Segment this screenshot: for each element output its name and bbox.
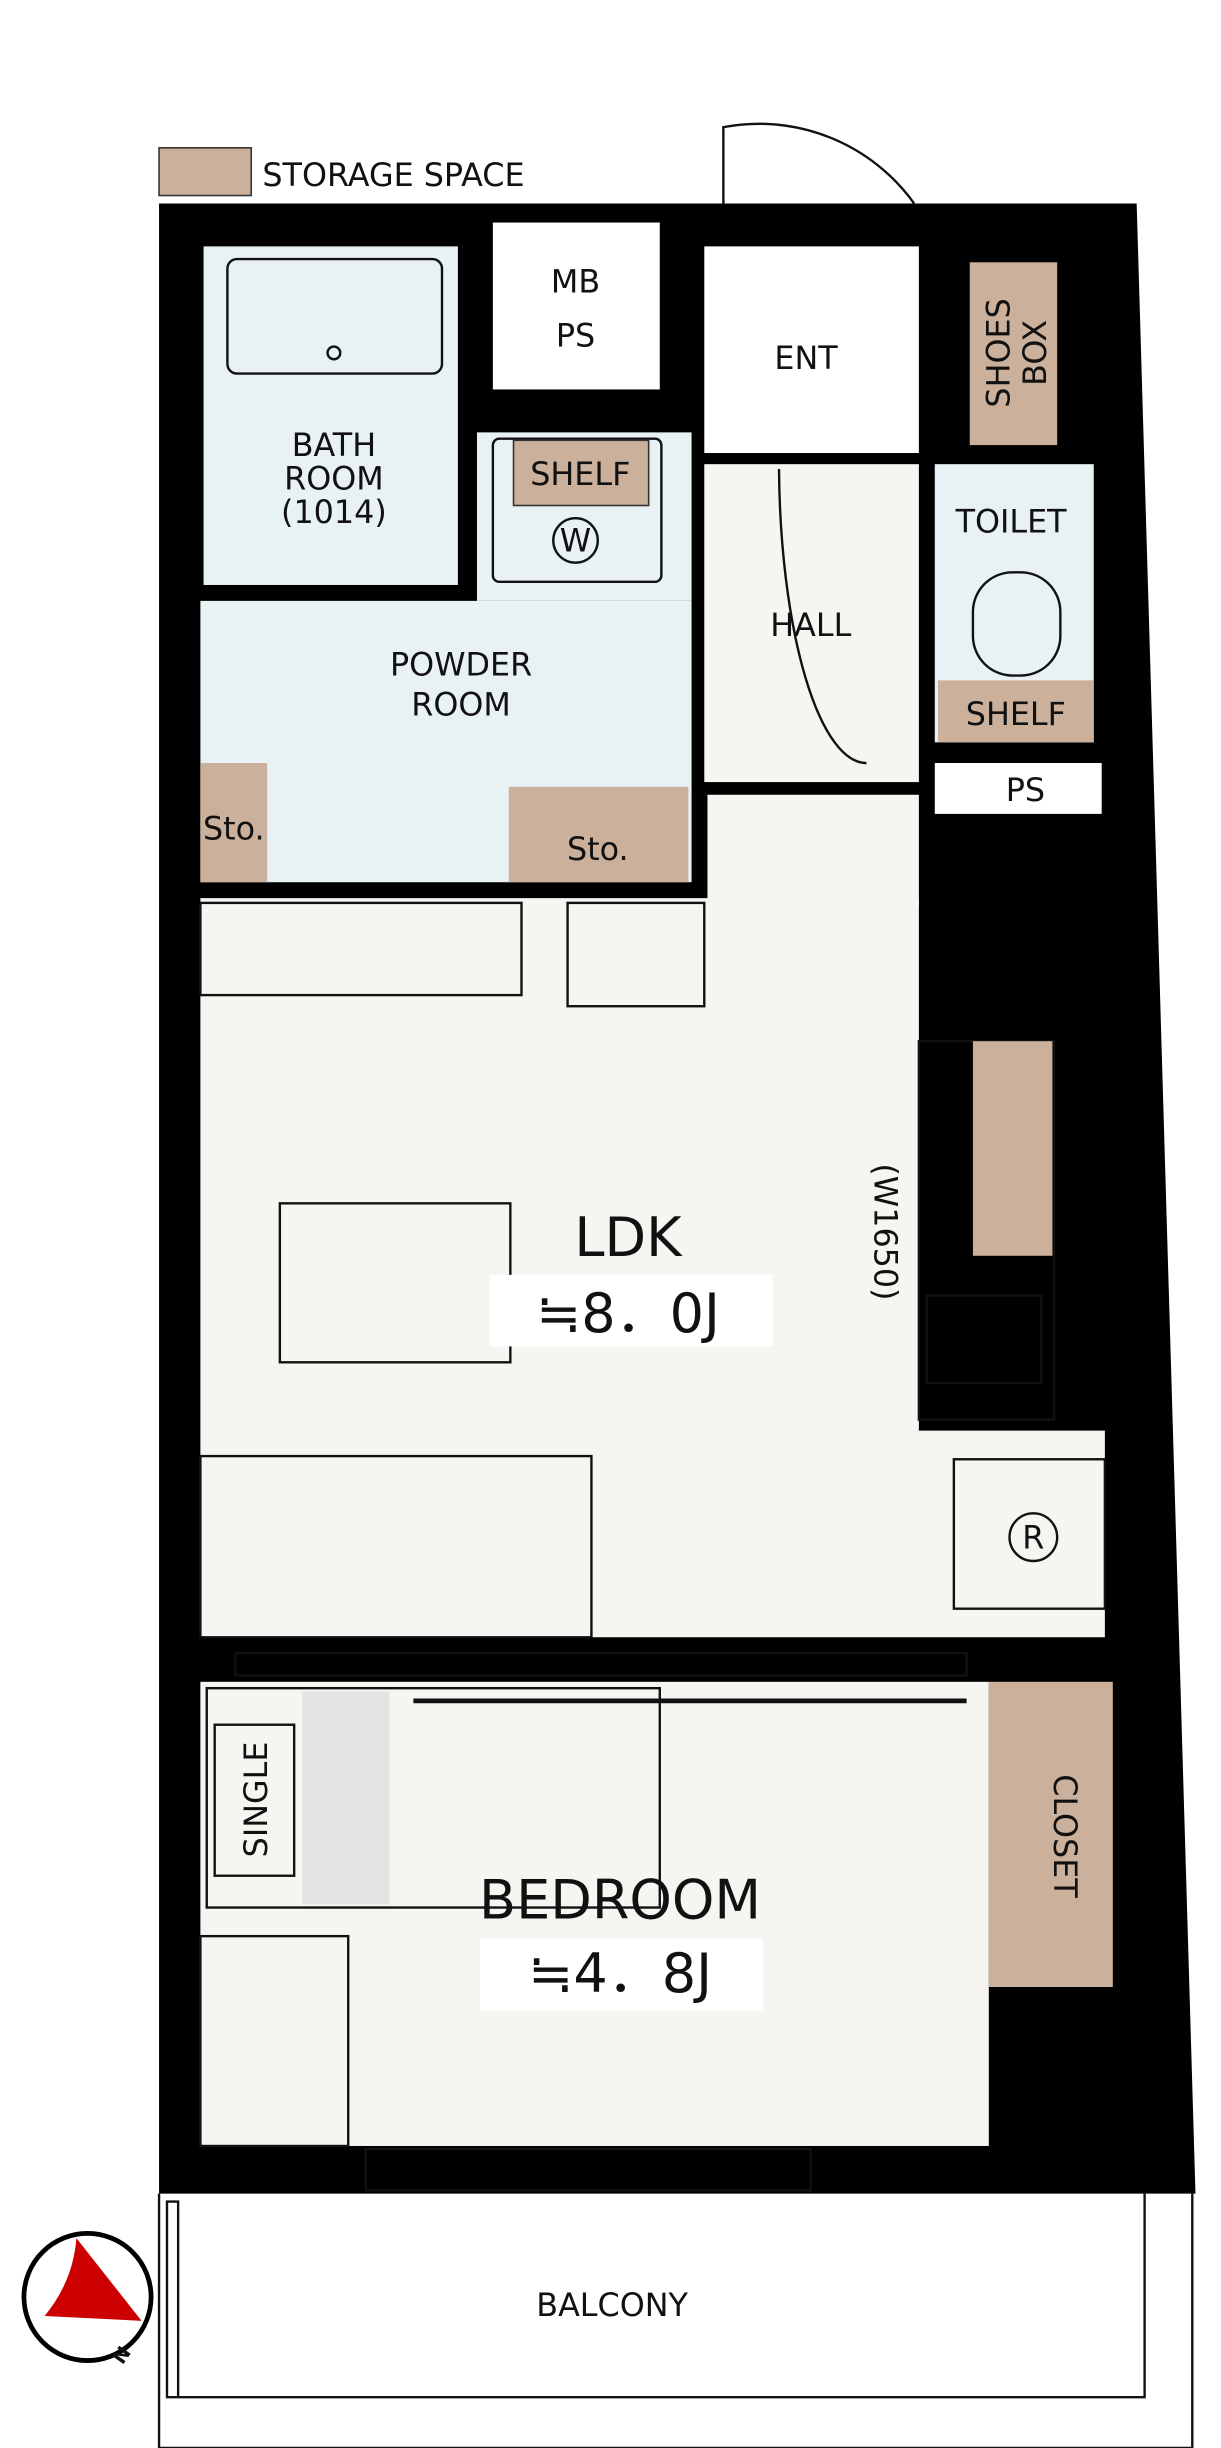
compass-needle-icon (44, 2238, 142, 2321)
kitchen-sink (972, 1041, 1053, 1256)
ps-top-label: PS (556, 318, 595, 355)
shelf-powder-label: SHELF (530, 456, 630, 493)
room-label: ROOM (284, 461, 384, 498)
washer-label: W (560, 523, 591, 560)
box-label: BOX (1017, 320, 1054, 386)
stove (925, 1294, 1043, 1385)
bed-tag (213, 1723, 296, 1877)
desk (199, 1934, 350, 2148)
sofa (199, 1454, 593, 1639)
powder-room-label: ROOM (411, 686, 511, 723)
entrance (704, 246, 919, 454)
bathtub (226, 257, 444, 375)
hall-label: HALL (770, 607, 851, 644)
balcony (157, 2193, 1194, 2448)
closet (988, 1681, 1113, 1988)
shelf-powder (512, 439, 650, 507)
shelf-toilet (937, 680, 1094, 743)
bedroom-size: ≒4．8J (528, 1942, 712, 2005)
hall-door (777, 468, 867, 765)
sliding-door (234, 1652, 968, 1677)
ldk-floor (200, 898, 1105, 1638)
bathroom (203, 246, 458, 585)
single-bed (205, 1686, 661, 1909)
ps-kitchen (934, 763, 1102, 814)
closet-label: CLOSET (1046, 1774, 1083, 1898)
entrance-door (722, 122, 916, 205)
toilet-label: TOILET (955, 504, 1068, 541)
bath-size-label: (1014) (281, 494, 387, 531)
shelf-toilet-label: SHELF (966, 696, 1066, 733)
counter (199, 901, 523, 997)
ldk-size: ≒8．0J (536, 1282, 720, 1345)
ent-label: ENT (774, 340, 838, 377)
washer-icon (552, 517, 599, 564)
bath-label: BATH (292, 427, 376, 464)
shoes-box (969, 262, 1058, 446)
bedroom-size-bg (480, 1939, 764, 2011)
fridge-label: R (1022, 1519, 1044, 1556)
kitchen-width: (W1650) (866, 1163, 903, 1300)
drain-icon (326, 345, 342, 361)
pillow (302, 1691, 390, 1905)
shoes-label: SHOES (980, 298, 1017, 407)
washer-pan (491, 437, 663, 583)
fridge (952, 1458, 1107, 1610)
sto-left (200, 763, 268, 883)
toilet-bowl (971, 571, 1062, 677)
sto-left-label: Sto. (203, 810, 265, 847)
hall (704, 464, 919, 783)
ps-kitchen-label: PS (1006, 772, 1045, 809)
bed-label: SINGLE (238, 1742, 275, 1858)
ldk-size-bg (489, 1274, 773, 1347)
balcony-label: BALCONY (536, 2287, 688, 2324)
cabinet (566, 901, 706, 1008)
ldk-label: LDK (574, 1206, 683, 1269)
legend-swatch (158, 147, 253, 197)
powder-label: POWDER (390, 647, 532, 684)
window (364, 2147, 812, 2192)
sto-right-label: Sto. (567, 831, 629, 868)
hall-to-ldk (707, 794, 919, 907)
mb-label: MB (551, 263, 600, 300)
legend-label: STORAGE SPACE (262, 157, 524, 194)
bedroom-label: BEDROOM (479, 1869, 761, 1932)
mb-ps-room (492, 222, 660, 390)
fridge-icon (1008, 1512, 1059, 1563)
sto-right (508, 786, 689, 883)
